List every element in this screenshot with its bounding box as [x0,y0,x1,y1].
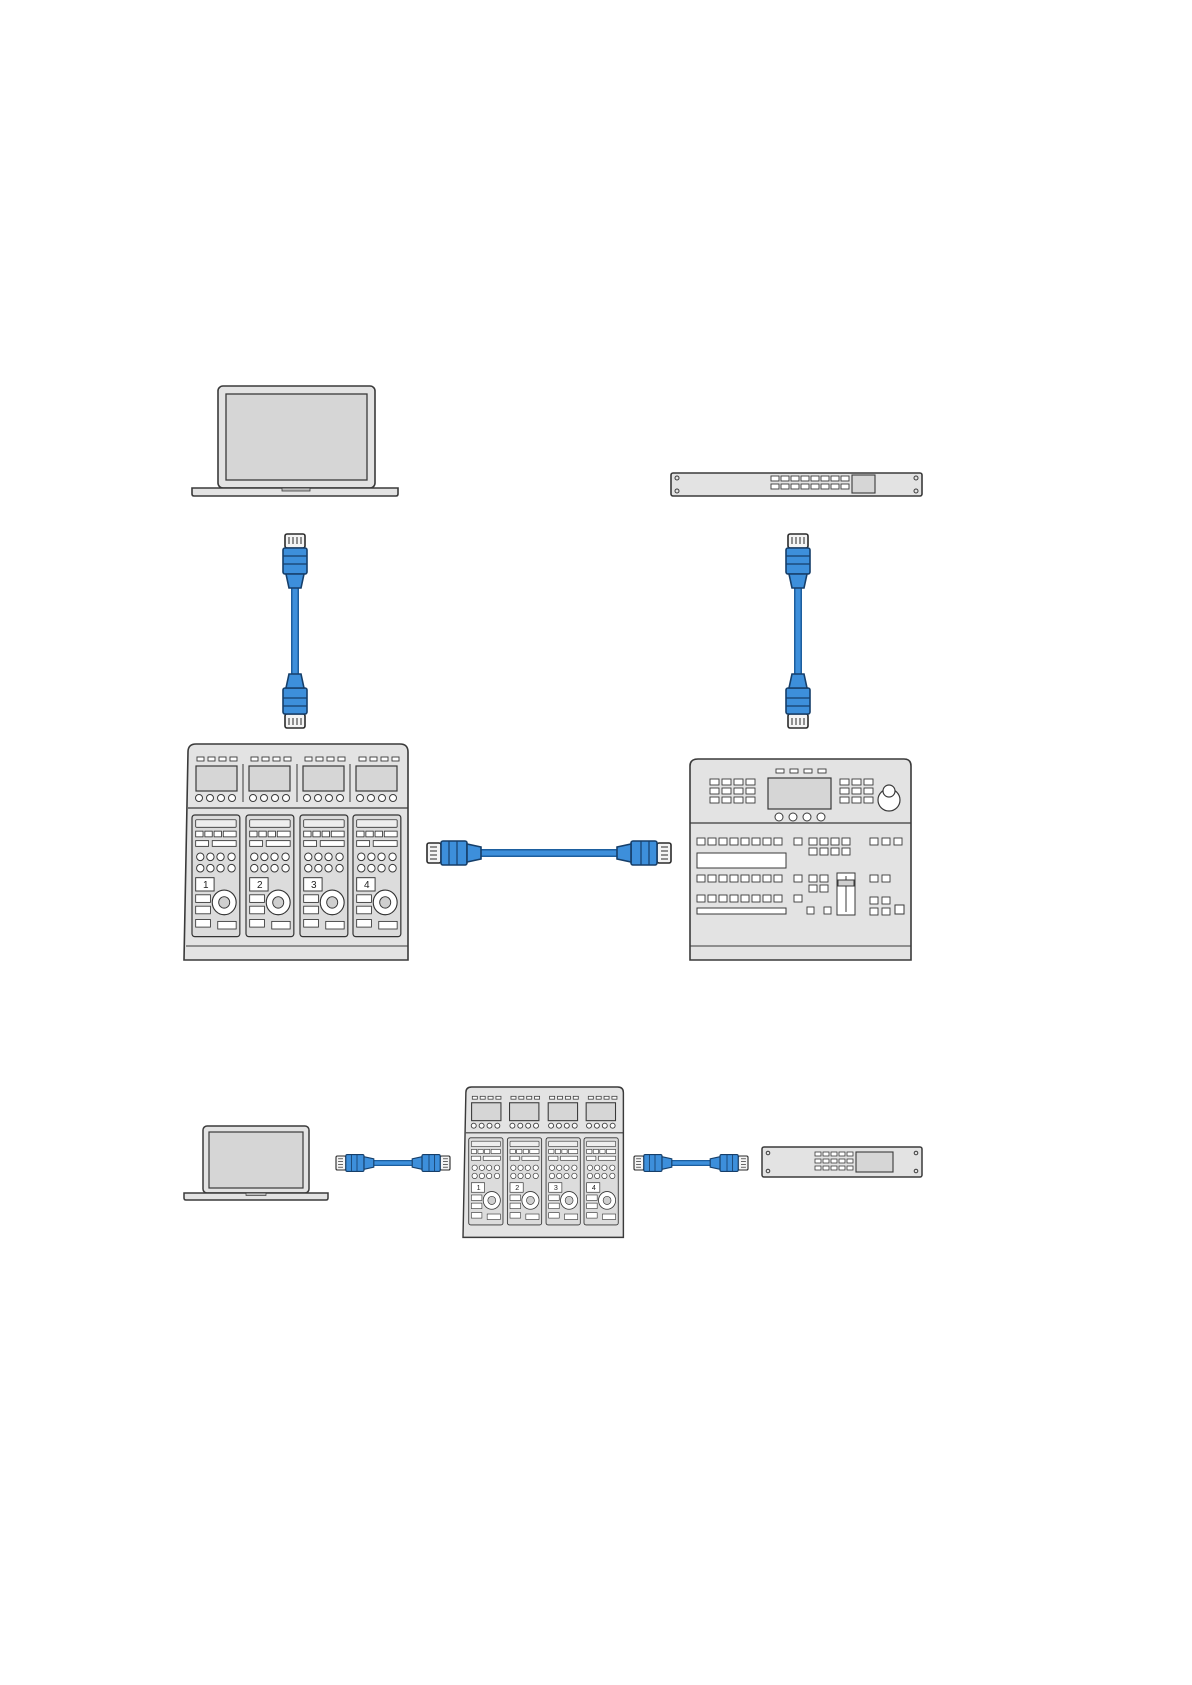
ethernet-cable-icon [336,1155,450,1172]
camera-control-panel-icon: 1 2 3 4 [463,1087,623,1237]
channel-number-2: 2 [515,1184,519,1192]
channel-number-1: 1 [477,1184,481,1192]
channel-number-3: 3 [311,880,317,891]
channel-number-4: 4 [592,1184,596,1192]
channel-number-1: 1 [203,880,209,891]
setup-1: 1 2 3 4 [184,386,922,960]
setup-2: 1 2 3 4 [184,1087,922,1237]
channel-number-2: 2 [257,880,263,891]
switcher-processing-unit-icon [671,473,922,496]
laptop-icon [184,1126,328,1200]
ethernet-cable-icon [283,534,307,728]
ethernet-cable-icon [427,841,671,865]
laptop-icon [192,386,398,496]
ethernet-cable-icon [786,534,810,728]
switcher-unit-icon [762,1147,922,1177]
channel-number-3: 3 [554,1184,558,1192]
channel-number-4: 4 [364,880,370,891]
ethernet-cable-icon [634,1155,748,1172]
camera-control-panel-icon: 1 2 3 4 [184,744,408,960]
switcher-panel-icon [690,759,911,960]
